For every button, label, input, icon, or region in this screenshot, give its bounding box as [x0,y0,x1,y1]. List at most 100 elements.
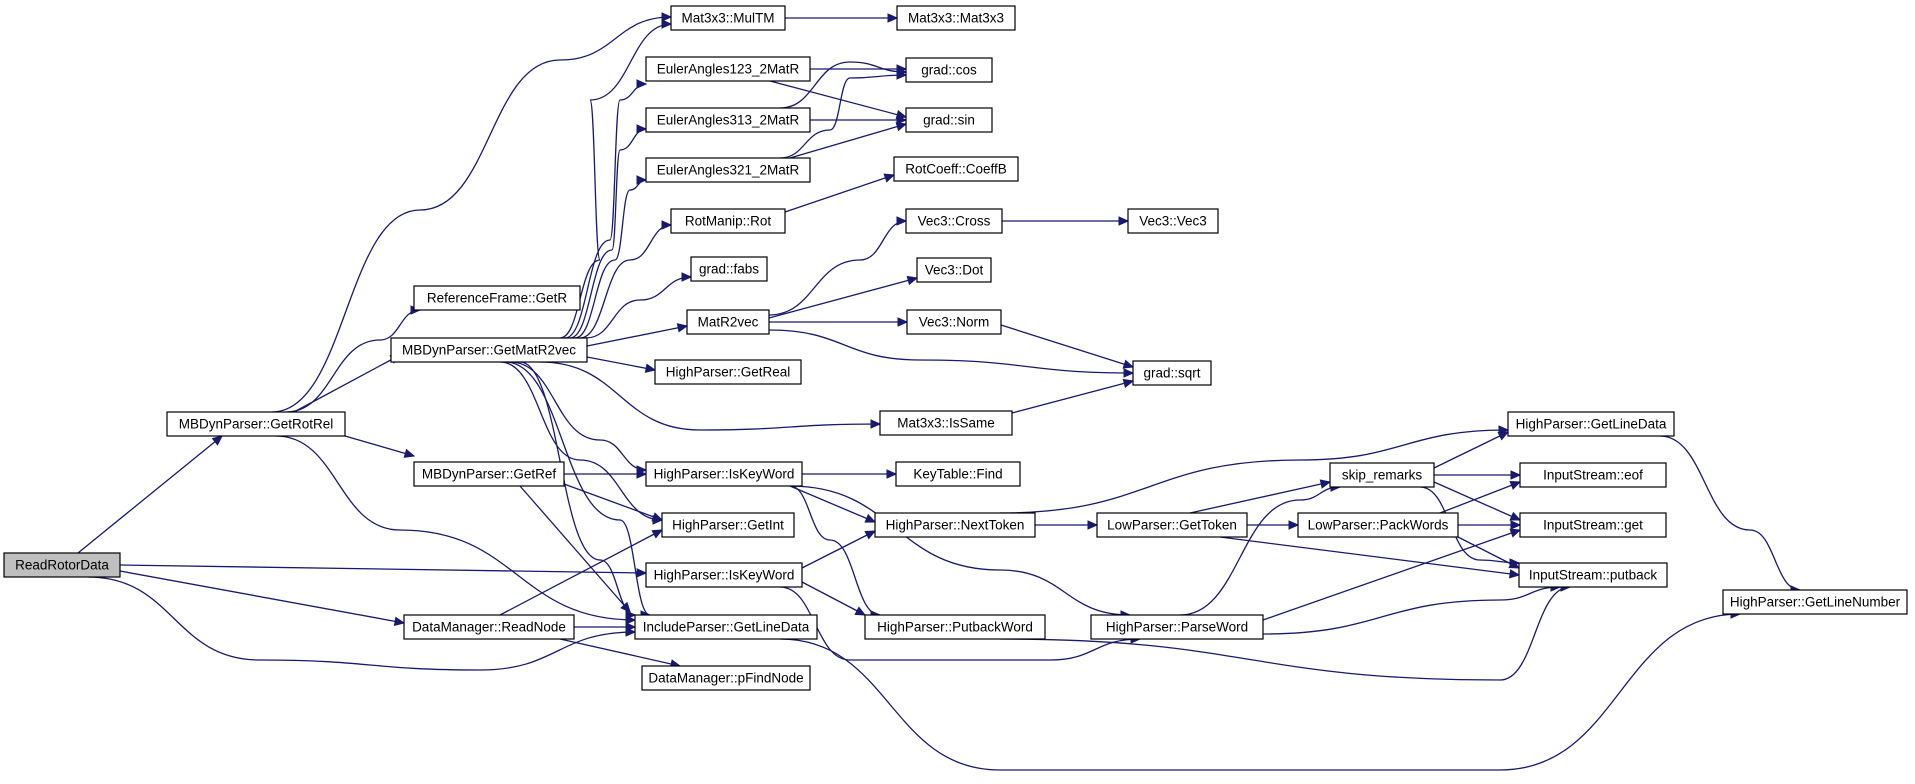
edge-get_ref-to-is_key_word_1 [564,469,648,479]
edge-get_mat_r2vec-to-mat3x3_is_same [539,361,882,431]
node-vec3-cross[interactable]: Vec3::Cross [905,208,1003,234]
node-label: Vec3::Norm [919,315,990,330]
node-label: HighParser::GetReal [666,365,791,380]
node-label: grad::cos [921,63,977,78]
node-label: LowParser::PackWords [1308,518,1449,533]
node-grad-cos[interactable]: grad::cos [905,57,993,83]
node-label: grad::sin [923,113,975,128]
node-label: DataManager::ReadNode [412,620,566,635]
node-reference-frame[interactable]: ReferenceFrame::GetR [413,285,581,311]
node-get-line-data-hp[interactable]: HighParser::GetLineData [1507,411,1675,437]
node-label: EulerAngles313_2MatR [657,113,800,128]
node-get-int[interactable]: HighParser::GetInt [661,512,795,538]
node-euler321[interactable]: EulerAngles321_2MatR [645,157,811,183]
node-vec3-dot[interactable]: Vec3::Dot [916,257,992,283]
node-label: ReferenceFrame::GetR [427,291,568,306]
node-label: EulerAngles123_2MatR [657,62,800,77]
node-mat3x3-is-same[interactable]: Mat3x3::IsSame [879,410,1013,436]
node-get-token[interactable]: LowParser::GetToken [1096,512,1248,538]
node-label: KeyTable::Find [913,467,1002,482]
node-input-stream-get[interactable]: InputStream::get [1519,512,1667,538]
edge-rot_manip-to-rot_coeff [784,173,896,213]
edge-get_ref-to-include_get_line_data [519,485,631,613]
edge-euler313-to-grad_sin [810,115,908,125]
node-key-table-find[interactable]: KeyTable::Find [895,461,1021,487]
edge-get_rot_rel-to-mul_tm [271,12,673,413]
edge-get_mat_r2vec-to-get_int [499,361,664,525]
edge-get_token-to-pack_words [1247,520,1300,530]
node-get-line-number[interactable]: HighParser::GetLineNumber [1722,589,1908,615]
edge-is_key_word_2-to-putback_word [801,581,867,616]
edge-read_node-to-p_find_node [559,638,682,669]
edge-get_line_data_hp-to-get_line_number [1659,435,1802,595]
node-skip-remarks[interactable]: skip_remarks [1329,462,1435,488]
edge-get_token-to-input_stream_putback [1219,536,1521,579]
edge-pack_words-to-input_stream_eof [1439,480,1522,514]
node-vec3-norm[interactable]: Vec3::Norm [906,309,1002,335]
node-p-find-node[interactable]: DataManager::pFindNode [641,665,811,691]
node-label: Mat3x3::MulTM [681,11,774,26]
edge-get_rot_rel-to-get_ref [344,435,416,458]
node-parse-word[interactable]: HighParser::ParseWord [1090,614,1264,640]
node-include-get-line-data[interactable]: IncludeParser::GetLineData [634,614,818,640]
node-label: MBDynParser::GetMatR2vec [402,343,576,358]
edge-vec3_cross-to-vec3_ctor [1002,216,1130,226]
node-euler123[interactable]: EulerAngles123_2MatR [645,56,811,82]
edge-get_mat_r2vec-to-get_real [586,356,657,373]
node-label: RotCoeff::CoeffB [905,162,1007,177]
edge-get_mat_r2vec-to-include_get_line_data [504,361,652,620]
node-read-node[interactable]: DataManager::ReadNode [403,614,575,640]
node-is-key-word-2[interactable]: HighParser::IsKeyWord [645,562,803,588]
node-grad-sin[interactable]: grad::sin [905,107,993,133]
edge-mat_r2vec-to-vec3_cross [768,216,908,316]
node-pack-words[interactable]: LowParser::PackWords [1297,512,1459,538]
edge-get_mat_r2vec-to-mat_r2vec [586,323,689,347]
node-label: LowParser::GetToken [1107,518,1237,533]
edge-get_mat_r2vec-to-include_get_line_data [519,361,637,620]
node-putback-word[interactable]: HighParser::PutbackWord [864,614,1046,640]
node-next-token[interactable]: HighParser::NextToken [874,512,1036,538]
node-get-real[interactable]: HighParser::GetReal [654,359,802,385]
node-mat-r2vec[interactable]: MatR2vec [686,309,770,335]
edge-get_mat_r2vec-to-rot_manip [579,220,673,339]
edge-read_rotor_data-to-read_node [119,570,406,626]
call-edges [77,12,1802,771]
node-input-stream-eof[interactable]: InputStream::eof [1519,462,1667,488]
node-euler313[interactable]: EulerAngles313_2MatR [645,107,811,133]
edge-get_mat_r2vec-to-mul_tm [559,19,673,339]
edge-is_key_word_2-to-next_token [801,530,877,569]
edge-euler321-to-grad_sin [789,122,908,159]
edge-get_mat_r2vec-to-euler123 [564,79,648,339]
node-grad-fabs[interactable]: grad::fabs [690,256,768,282]
node-label: InputStream::putback [1529,568,1658,583]
node-label: HighParser::PutbackWord [877,620,1033,635]
node-rot-coeff[interactable]: RotCoeff::CoeffB [893,156,1019,182]
edge-is_key_word_1-to-key_table_find [802,469,898,479]
node-label: MBDynParser::GetRef [422,467,557,482]
edge-mul_tm-to-mat3x3_ctor [785,13,899,23]
node-is-key-word-1[interactable]: HighParser::IsKeyWord [645,461,803,487]
node-input-stream-putback[interactable]: InputStream::putback [1518,562,1668,588]
node-label: HighParser::GetLineNumber [1730,595,1901,610]
node-label: grad::sqrt [1143,366,1200,381]
node-vec3-ctor[interactable]: Vec3::Vec3 [1127,208,1219,234]
node-get-ref[interactable]: MBDynParser::GetRef [413,461,565,487]
node-get-mat-r2vec[interactable]: MBDynParser::GetMatR2vec [390,337,588,363]
node-mul-tm[interactable]: Mat3x3::MulTM [670,5,786,31]
edge-pack_words-to-input_stream_get [1458,520,1522,530]
node-label: skip_remarks [1342,468,1423,483]
edge-get_token-to-skip_remarks [1189,479,1332,514]
edge-skip_remarks-to-get_line_data_hp [1433,431,1510,469]
node-grad-sqrt[interactable]: grad::sqrt [1132,360,1212,386]
edge-read_node-to-get_int [499,529,664,616]
node-rot-manip[interactable]: RotManip::Rot [670,208,786,234]
node-mat3x3-ctor[interactable]: Mat3x3::Mat3x3 [896,5,1016,31]
node-label: Mat3x3::Mat3x3 [908,11,1004,26]
edge-get_mat_r2vec-to-is_key_word_1 [509,361,648,475]
node-read-rotor-data[interactable]: ReadRotorData [3,552,121,578]
node-label: grad::fabs [699,262,759,277]
node-label: InputStream::eof [1543,468,1643,483]
node-label: ReadRotorData [15,558,109,573]
node-get-rot-rel[interactable]: MBDynParser::GetRotRel [166,411,346,437]
